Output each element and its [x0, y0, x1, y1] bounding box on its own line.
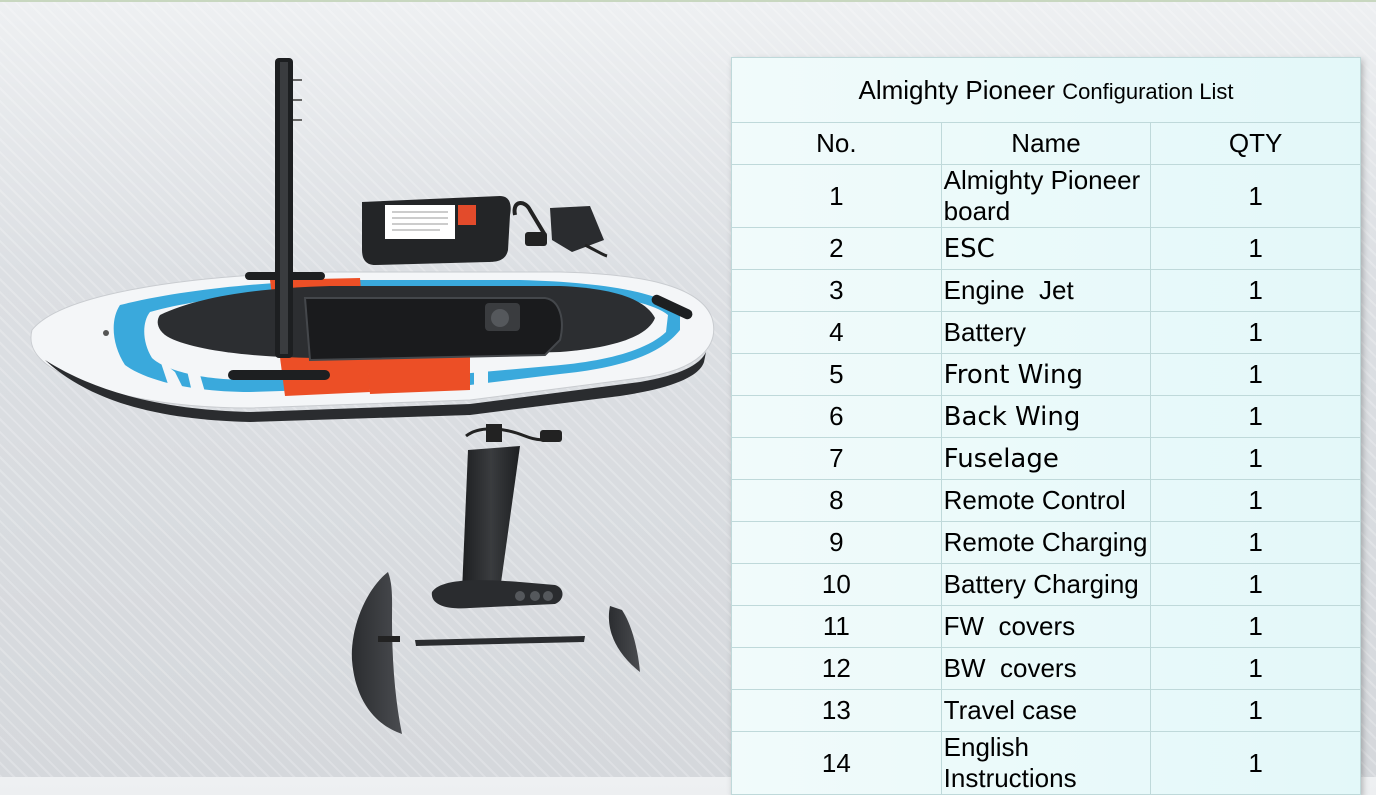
row-number: 13: [731, 689, 942, 732]
title-main: Almighty Pioneer: [858, 74, 1056, 105]
esc-module: [512, 201, 608, 258]
row-number: 12: [731, 647, 942, 690]
row-name: BW covers: [940, 647, 1152, 690]
table-row: 4 Battery 1: [731, 311, 1361, 354]
row-number: 11: [731, 605, 942, 648]
row-qty: 1: [1150, 227, 1361, 270]
row-number: 9: [731, 521, 942, 564]
row-name: FW covers: [940, 605, 1152, 648]
title-sub: Configuration List: [1062, 78, 1234, 104]
product-illustration: [30, 58, 715, 734]
table-row: 9 Remote Charging 1: [731, 521, 1361, 564]
row-qty: 1: [1150, 563, 1361, 606]
table-row: 8 Remote Control 1: [731, 479, 1361, 522]
table-row: 13 Travel case 1: [731, 689, 1361, 732]
row-qty: 1: [1150, 647, 1361, 690]
row-name: Back Wing: [940, 395, 1152, 438]
table-row: 11 FW covers 1: [731, 605, 1361, 648]
table-row: 12 BW covers 1: [731, 647, 1361, 690]
table-title: Almighty Pioneer Configuration List: [731, 57, 1361, 123]
row-qty: 1: [1150, 269, 1361, 312]
header-name: Name: [940, 122, 1152, 165]
row-name: Almighty Pioneer board: [940, 164, 1152, 228]
row-name: Engine Jet: [940, 269, 1152, 312]
table-row: 10 Battery Charging 1: [731, 563, 1361, 606]
table-row: 3 Engine Jet 1: [731, 269, 1361, 312]
row-number: 2: [731, 227, 942, 270]
table-row: 1 Almighty Pioneer board 1: [731, 164, 1361, 228]
row-qty: 1: [1150, 437, 1361, 480]
front-wing: [351, 572, 402, 734]
table-row: 6 Back Wing 1: [731, 395, 1361, 438]
row-name: ESC: [940, 227, 1152, 270]
row-number: 10: [731, 563, 942, 606]
fuselage: [415, 636, 585, 646]
row-qty: 1: [1150, 311, 1361, 354]
table-row: 5 Front Wing 1: [731, 353, 1361, 396]
row-qty: 1: [1150, 605, 1361, 648]
row-name: Fuselage: [940, 437, 1152, 480]
header-no: No.: [731, 122, 942, 165]
row-number: 6: [731, 395, 942, 438]
configuration-table: Almighty Pioneer Configuration List No. …: [731, 57, 1361, 795]
row-qty: 1: [1150, 521, 1361, 564]
header-qty: QTY: [1150, 122, 1361, 165]
row-qty: 1: [1150, 479, 1361, 522]
row-qty: 1: [1150, 164, 1361, 228]
row-number: 1: [731, 164, 942, 228]
row-number: 14: [731, 731, 942, 795]
row-qty: 1: [1150, 689, 1361, 732]
row-qty: 1: [1150, 731, 1361, 795]
row-qty: 1: [1150, 395, 1361, 438]
battery: [362, 196, 511, 265]
row-name: Travel case: [940, 689, 1152, 732]
table-row: 7 Fuselage 1: [731, 437, 1361, 480]
row-name: Battery: [940, 311, 1152, 354]
row-number: 7: [731, 437, 942, 480]
row-qty: 1: [1150, 353, 1361, 396]
top-border: [0, 0, 1376, 2]
hatch-frame: [275, 58, 302, 358]
table-row: 2 ESC 1: [731, 227, 1361, 270]
row-number: 3: [731, 269, 942, 312]
row-number: 4: [731, 311, 942, 354]
row-name: Battery Charging: [940, 563, 1152, 606]
mast: [431, 424, 563, 609]
row-name: Remote Charging: [940, 521, 1152, 564]
row-number: 8: [731, 479, 942, 522]
back-wing: [608, 606, 640, 672]
table-row: 14 English Instructions 1: [731, 731, 1361, 795]
row-name: Remote Control: [940, 479, 1152, 522]
row-name: Front Wing: [940, 353, 1152, 396]
row-name: English Instructions: [940, 731, 1152, 795]
board: [30, 271, 715, 422]
row-number: 5: [731, 353, 942, 396]
